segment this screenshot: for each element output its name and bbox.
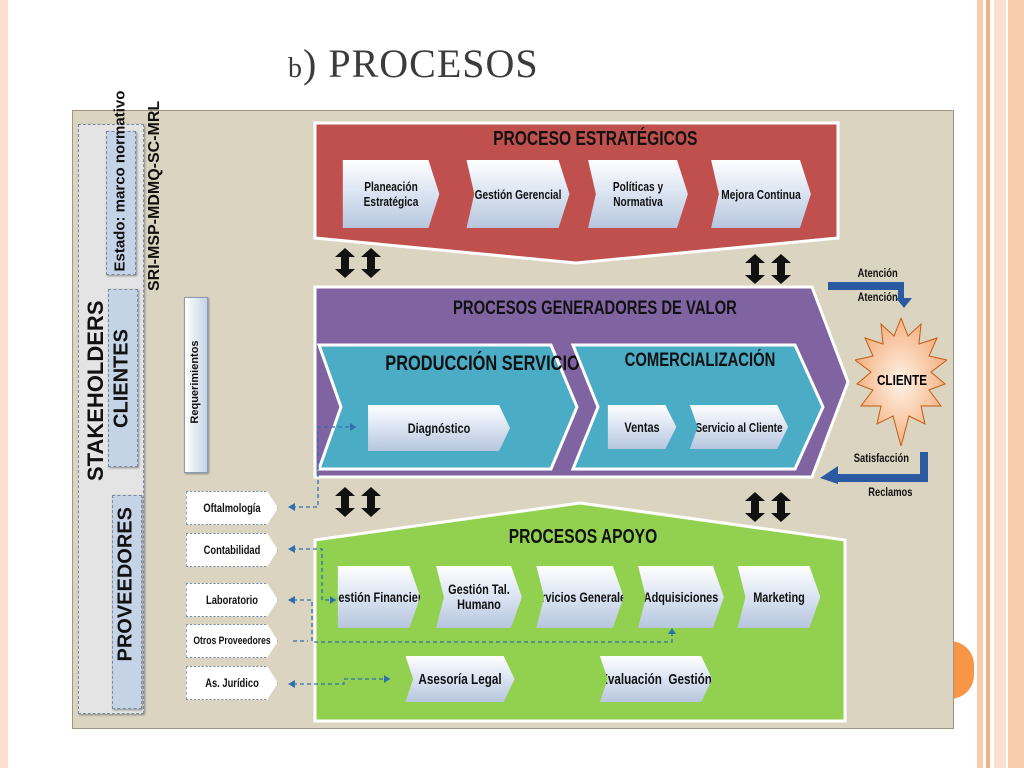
cliente-starburst-icon: [855, 318, 947, 446]
page-title: b) PROCESOS: [288, 41, 539, 86]
process-asesoria-legal[interactable]: Asesoría Legal: [405, 656, 514, 702]
produccion-title: PRODUCCIÓN SERVICIOS: [385, 352, 591, 375]
generadores-title: PROCESOS GENERADORES DE VALOR: [453, 298, 737, 319]
double-arrow-icon: [745, 492, 791, 522]
estrategicos-title: PROCESO ESTRATÉGICOS: [493, 128, 698, 150]
requerimientos-box: [184, 297, 208, 473]
atencion-label-2: Atención: [857, 290, 898, 304]
decorative-stripe-left: [0, 0, 8, 768]
satisfaccion-label: Satisfacción: [853, 451, 909, 465]
decorative-stripe: [986, 0, 990, 768]
comercializacion-title: COMERCIALIZACIÓN: [624, 350, 776, 371]
process-gestion-gerencial[interactable]: Gestión Gerencial: [467, 160, 570, 228]
process-politicas[interactable]: Políticas y Normativa: [588, 160, 688, 228]
process-planeacion[interactable]: Planeación Estratégica: [343, 160, 440, 228]
double-arrow-icon: [335, 487, 381, 517]
atencion-label-1: Atención: [857, 266, 898, 280]
process-marketing[interactable]: Marketing: [738, 566, 821, 628]
double-arrow-icon: [335, 248, 381, 278]
estado-box: [106, 131, 136, 275]
process-servicios-generales[interactable]: Servicios Generales: [536, 566, 623, 628]
proveedores-box: [112, 495, 142, 709]
process-servicio-cliente[interactable]: Servicio al Cliente: [690, 405, 788, 449]
estrategicos-shape: [313, 121, 840, 265]
cliente-label: CLIENTE: [876, 372, 928, 389]
decorative-stripe: [1008, 0, 1024, 768]
clientes-box: [108, 289, 138, 467]
process-adquisiciones[interactable]: Adquisiciones: [638, 566, 724, 628]
process-mejora-continua[interactable]: Mejora Continua: [711, 160, 811, 228]
reclamos-label: Reclamos: [868, 485, 913, 499]
process-diagnostico[interactable]: Diagnóstico: [368, 405, 510, 451]
atencion-arrow-icon: [828, 282, 912, 308]
process-ventas[interactable]: Ventas: [608, 405, 677, 449]
apoyo-title: PROCESOS APOYO: [508, 526, 658, 548]
double-arrow-icon: [745, 254, 791, 284]
decorative-stripe: [994, 0, 1006, 768]
proveedor-otros[interactable]: Otros Proveedores: [186, 624, 278, 658]
proveedor-oftalmologia[interactable]: Oftalmología: [186, 491, 278, 525]
proveedor-laboratorio[interactable]: Laboratorio: [186, 583, 278, 617]
process-evaluacion-gestion[interactable]: Evaluación Gestión: [600, 656, 712, 702]
process-gestion-financiera[interactable]: Gestión Financiera: [338, 566, 421, 628]
proveedor-juridico[interactable]: As. Jurídico: [186, 666, 278, 700]
process-gestion-talento[interactable]: Gestión Tal. Humano: [436, 566, 522, 628]
proveedor-contabilidad[interactable]: Contabilidad: [186, 533, 278, 567]
decorative-stripe: [977, 0, 983, 768]
reclamos-arrow-icon: [820, 452, 928, 484]
